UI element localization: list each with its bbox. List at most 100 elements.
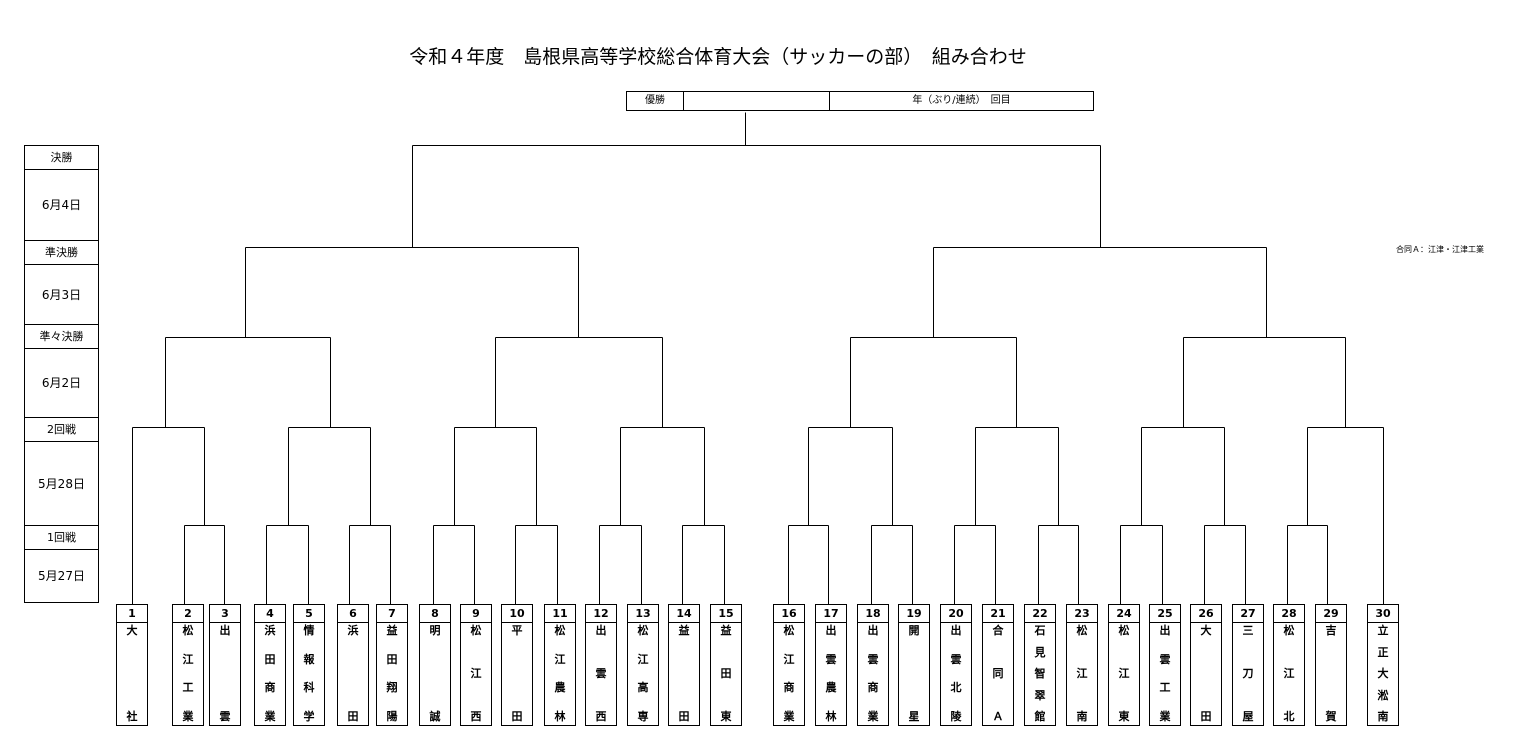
team-number: 3 bbox=[210, 605, 240, 623]
team-number: 15 bbox=[711, 605, 741, 623]
team-number: 20 bbox=[941, 605, 971, 623]
team-name: 三刀屋 bbox=[1242, 624, 1254, 723]
team-name: 松江高専 bbox=[637, 624, 649, 723]
team-number: 29 bbox=[1316, 605, 1346, 623]
team-number: 12 bbox=[586, 605, 616, 623]
team-number: 11 bbox=[545, 605, 575, 623]
team-name: 浜田商業 bbox=[264, 624, 276, 723]
champion-box: 優勝 年（ぶり/連続） 回目 bbox=[626, 91, 1094, 111]
team-number: 13 bbox=[628, 605, 658, 623]
team-name: 松江東 bbox=[1118, 624, 1130, 723]
team-name: 吉賀 bbox=[1325, 624, 1337, 723]
team-name: 松江工業 bbox=[182, 624, 194, 723]
round-schedule: 決勝 6月4日 準決勝 6月3日 準々決勝 6月2日 2回戦 5月28日 1回戦… bbox=[24, 145, 99, 603]
team-name: 益田 bbox=[678, 624, 690, 723]
team-number: 4 bbox=[255, 605, 285, 623]
team-number: 16 bbox=[774, 605, 804, 623]
round-label-final: 決勝 bbox=[25, 146, 98, 170]
team-number: 30 bbox=[1368, 605, 1398, 623]
round-date-second: 5月28日 bbox=[25, 442, 98, 526]
team-name: 松江北 bbox=[1283, 624, 1295, 723]
team-name: 出雲農林 bbox=[825, 624, 837, 723]
team-name: 出雲西 bbox=[595, 624, 607, 723]
team-number: 25 bbox=[1150, 605, 1180, 623]
team-number: 2 bbox=[173, 605, 203, 623]
round-label-quarterfinal: 準々決勝 bbox=[25, 325, 98, 349]
team-name: 石見智翠館 bbox=[1034, 624, 1046, 723]
team-name: 出雲商業 bbox=[867, 624, 879, 723]
round-label-first: 1回戦 bbox=[25, 526, 98, 550]
team-name: 開星 bbox=[908, 624, 920, 723]
team-number: 5 bbox=[294, 605, 324, 623]
team-number: 28 bbox=[1274, 605, 1304, 623]
team-number: 10 bbox=[502, 605, 532, 623]
team-number: 1 bbox=[117, 605, 147, 623]
page-title: 令和４年度 島根県高等学校総合体育大会（サッカーの部） 組み合わせ bbox=[409, 46, 1027, 68]
team-name: 松江農林 bbox=[554, 624, 566, 723]
round-date-semifinal: 6月3日 bbox=[25, 265, 98, 325]
team-number: 14 bbox=[669, 605, 699, 623]
team-name: 松江西 bbox=[470, 624, 482, 723]
team-name: 松江商業 bbox=[783, 624, 795, 723]
team-number: 7 bbox=[377, 605, 407, 623]
team-name: 浜田 bbox=[347, 624, 359, 723]
team-name: 益田東 bbox=[720, 624, 732, 723]
champion-years-text: 年（ぶり/連続） 回目 bbox=[912, 95, 1011, 106]
team-number: 18 bbox=[858, 605, 888, 623]
team-number: 23 bbox=[1067, 605, 1097, 623]
team-name: 出雲 bbox=[219, 624, 231, 723]
team-name: 益田翔陽 bbox=[386, 624, 398, 723]
team-number: 27 bbox=[1233, 605, 1263, 623]
team-number: 21 bbox=[983, 605, 1013, 623]
team-name: 明誠 bbox=[429, 624, 441, 723]
team-name: 立正大淞南 bbox=[1377, 624, 1389, 723]
team-number: 6 bbox=[338, 605, 368, 623]
round-date-final: 6月4日 bbox=[25, 170, 98, 241]
team-number: 17 bbox=[816, 605, 846, 623]
round-label-semifinal: 準決勝 bbox=[25, 241, 98, 265]
team-number: 26 bbox=[1191, 605, 1221, 623]
champion-label: 優勝 bbox=[627, 92, 684, 110]
team-name: 平田 bbox=[511, 624, 523, 723]
team-number: 24 bbox=[1109, 605, 1139, 623]
team-number: 9 bbox=[461, 605, 491, 623]
team-name: 出雲北陵 bbox=[950, 624, 962, 723]
team-name: 情報科学 bbox=[303, 624, 315, 723]
team-name: 出雲工業 bbox=[1159, 624, 1171, 723]
team-number: 19 bbox=[899, 605, 929, 623]
round-date-quarterfinal: 6月2日 bbox=[25, 349, 98, 418]
team-number: 22 bbox=[1025, 605, 1055, 623]
round-date-first: 5月27日 bbox=[38, 569, 85, 583]
team-number: 8 bbox=[420, 605, 450, 623]
champion-winner-field bbox=[684, 92, 830, 110]
